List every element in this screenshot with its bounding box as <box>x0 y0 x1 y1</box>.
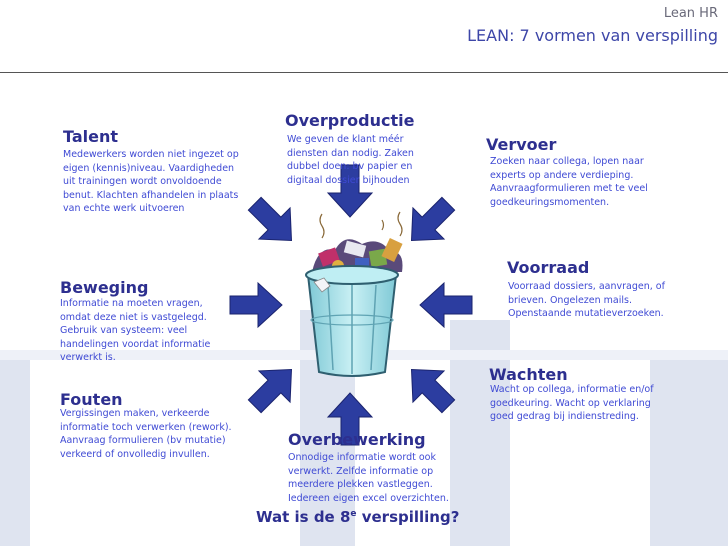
fouten-title: Fouten <box>60 390 123 409</box>
fouten-description: Vergissingen maken, verkeerde informatie… <box>60 408 232 460</box>
voorraad-description: Voorraad dossiers, aanvragen, of brieven… <box>508 281 665 319</box>
beweging-title: Beweging <box>60 278 149 297</box>
overbewerking-title: Overbewerking <box>288 430 426 449</box>
arrow-bottom-right <box>395 353 465 423</box>
company-label: Lean HR <box>663 6 718 21</box>
trash-bin-icon <box>305 211 403 377</box>
arrow-top-right <box>395 187 465 257</box>
header-divider <box>0 72 728 73</box>
question-prefix: Wat is de 8 <box>256 508 351 526</box>
overproductie-description: We geven de klant méér diensten dan nodi… <box>287 134 414 186</box>
question-suffix: verspilling? <box>356 508 460 526</box>
background-block-far-right <box>650 350 728 546</box>
voorraad-title: Voorraad <box>507 258 590 277</box>
eighth-waste-question: Wat is de 8e verspilling? <box>256 508 459 526</box>
wachten-description: Wacht op collega, informatie en/of goedk… <box>490 384 654 422</box>
background-block-left <box>0 350 30 546</box>
page-title: LEAN: 7 vormen van verspilling <box>467 26 718 45</box>
overproductie-title: Overproductie <box>285 111 415 130</box>
vervoer-description: Zoeken naar collega, lopen naar experts … <box>490 156 648 208</box>
talent-title: Talent <box>63 127 119 146</box>
arrow-top-left <box>238 187 308 257</box>
arrow-left <box>229 282 283 328</box>
question-superscript: e <box>350 509 357 519</box>
arrow-right <box>419 282 473 328</box>
talent-description: Medewerkers worden niet ingezet op eigen… <box>63 149 239 214</box>
arrow-bottom-left <box>238 353 308 423</box>
beweging-description: Informatie na moeten vragen, omdat deze … <box>60 298 211 363</box>
vervoer-title: Vervoer <box>486 135 557 154</box>
wachten-title: Wachten <box>489 365 568 384</box>
overbewerking-description: Onnodige informatie wordt ook verwerkt. … <box>288 452 449 504</box>
